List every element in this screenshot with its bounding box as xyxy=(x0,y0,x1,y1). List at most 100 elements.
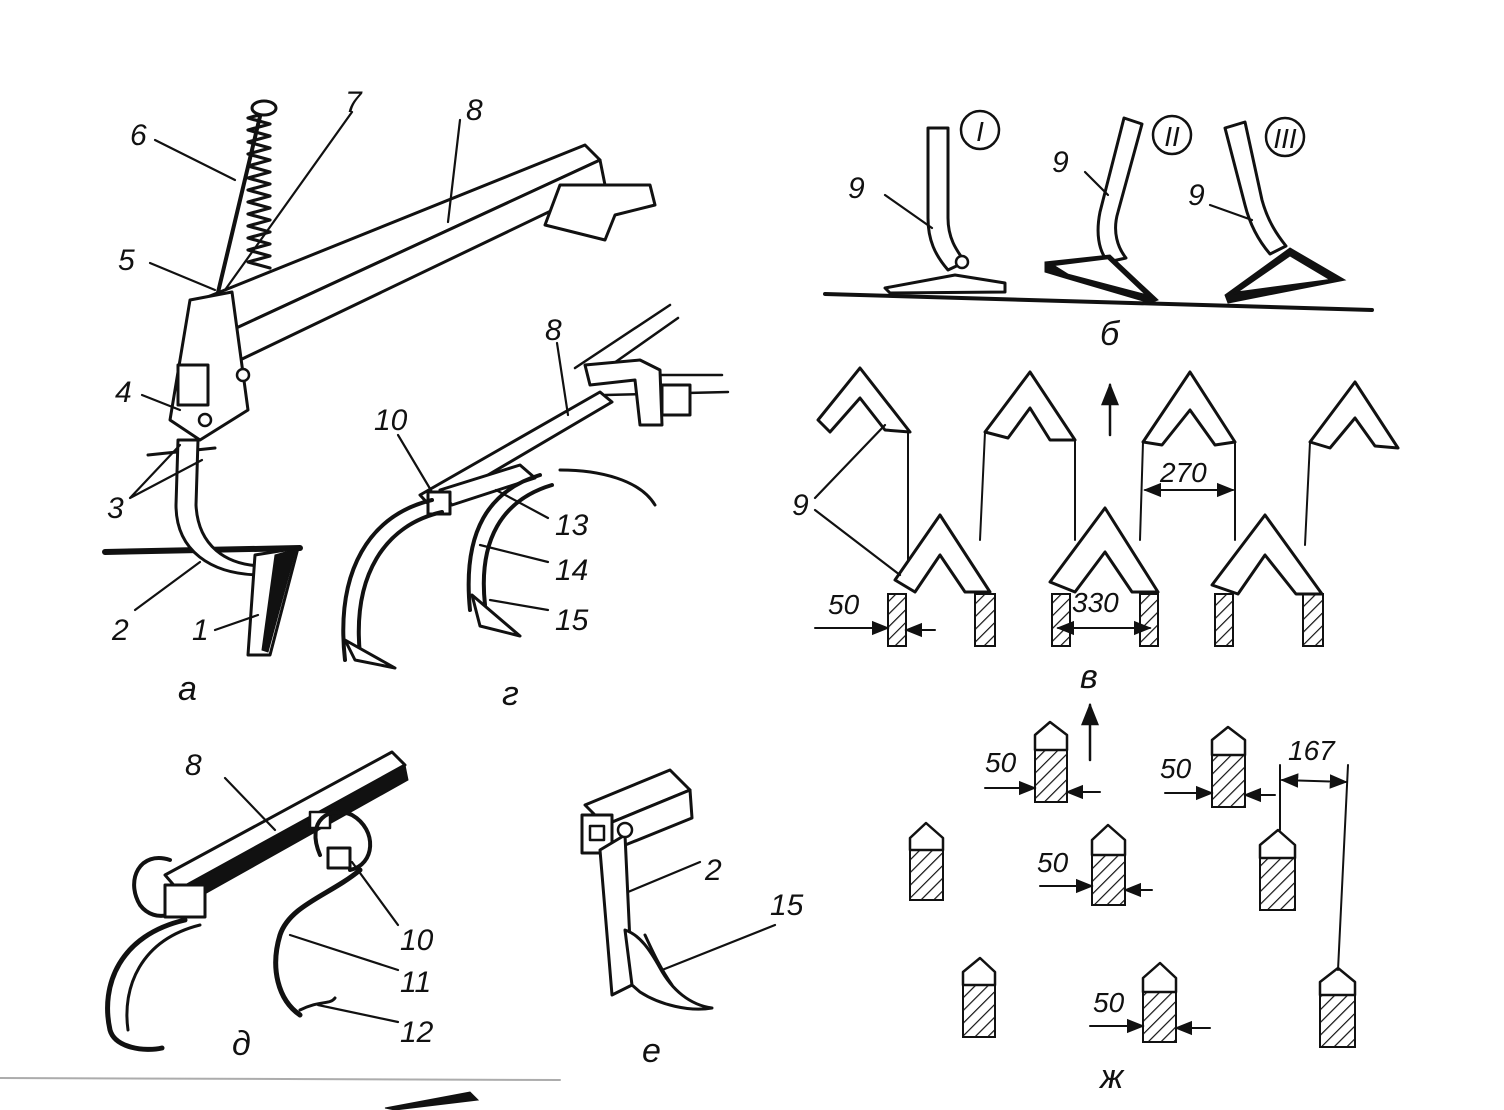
frame-clamp xyxy=(660,383,692,417)
part-label-10g: 10 xyxy=(374,404,408,437)
beam-bracket xyxy=(543,183,657,242)
panel-caption-d: д xyxy=(232,1025,251,1063)
leader-9-3 xyxy=(1208,203,1254,222)
tine-shank xyxy=(174,438,267,577)
furrow-strip xyxy=(1302,593,1324,647)
paw-stems xyxy=(907,429,1311,576)
spring-cap xyxy=(250,99,278,117)
part-label-2e: 2 xyxy=(704,854,722,887)
part-label-5: 5 xyxy=(118,244,135,277)
spring-rod xyxy=(213,106,264,307)
tine-mark xyxy=(1033,720,1069,803)
furrow-strip xyxy=(1214,593,1234,647)
type-circle-1 xyxy=(959,109,1001,151)
panel-e-rigid-tine: 2 15 е xyxy=(580,768,804,1070)
mount-hole xyxy=(588,824,606,842)
panel-caption-a: а xyxy=(178,670,197,708)
dimension-270: 270 xyxy=(1159,457,1207,488)
leader-9-v xyxy=(813,423,902,577)
paw-front xyxy=(1141,370,1237,447)
leader-15e xyxy=(660,923,777,972)
leader-11 xyxy=(288,933,400,972)
leader-3 xyxy=(128,443,204,500)
spring-tine-rear xyxy=(558,468,657,507)
scan-edge-line xyxy=(0,1077,561,1081)
dimension-50-zh-1: 50 xyxy=(985,747,1017,778)
part-label-8g: 8 xyxy=(545,314,562,347)
panel-b-paw-types: I II III 9 9 9 б xyxy=(823,109,1374,353)
leader-8 xyxy=(446,118,462,224)
leader-2e xyxy=(626,860,702,894)
furrow-strip xyxy=(1051,593,1071,647)
part-label-15g: 15 xyxy=(555,604,589,637)
dimension-167: 167 xyxy=(1288,735,1336,766)
part-label-1: 1 xyxy=(192,614,209,647)
frame-bracket xyxy=(583,358,664,427)
paw-blade-3-face xyxy=(1233,253,1334,295)
leader-7 xyxy=(223,110,354,292)
leader-13 xyxy=(494,488,550,520)
furrow-strip xyxy=(1139,593,1159,647)
leader-10d xyxy=(350,860,400,927)
paw-label-9-3: 9 xyxy=(1188,179,1205,212)
part-label-8: 8 xyxy=(466,94,483,127)
leader-12 xyxy=(316,1003,400,1024)
tine-nut xyxy=(326,846,352,870)
spring-tine xyxy=(341,498,444,662)
leader-8d xyxy=(223,776,277,832)
tine-coil-2 xyxy=(313,809,373,872)
tine-mark xyxy=(1258,828,1297,911)
tine-mark xyxy=(1090,823,1127,906)
leader-14 xyxy=(478,543,550,564)
paw-front xyxy=(1308,380,1400,450)
paw-rear xyxy=(893,513,992,594)
part-label-12: 12 xyxy=(400,1016,434,1049)
tine-mark xyxy=(961,956,997,1038)
tine-tip xyxy=(343,638,397,670)
dimension-50-zh-4: 50 xyxy=(1093,987,1125,1018)
furrow-strip xyxy=(974,593,996,647)
panel-g-spring-tines: 8 10 13 14 15 г xyxy=(341,303,730,713)
tine-mark xyxy=(1210,725,1247,808)
tine-beam xyxy=(198,143,602,332)
tine-mark xyxy=(908,821,945,901)
leader-1 xyxy=(213,613,260,632)
s-tine-2 xyxy=(273,867,363,1018)
tine-tip-2 xyxy=(298,996,337,1012)
panel-caption-v: в xyxy=(1080,658,1098,696)
tine-clamp xyxy=(163,883,207,919)
leader-2 xyxy=(133,560,202,612)
panel-d-s-tines: 8 10 11 12 д xyxy=(105,749,434,1063)
compression-spring xyxy=(246,110,272,270)
s-tine-inner xyxy=(125,923,202,1032)
beam-d-side xyxy=(177,764,409,906)
paw-type-1: I xyxy=(976,116,984,147)
bolt xyxy=(235,367,251,383)
type-circle-3 xyxy=(1264,116,1306,158)
part-label-11: 11 xyxy=(400,966,431,999)
holder-plate xyxy=(176,363,210,407)
leader-4 xyxy=(140,393,182,412)
dimension-330: 330 xyxy=(1072,587,1119,618)
dim-line-167 xyxy=(1280,773,1348,789)
part-label-14: 14 xyxy=(555,554,588,587)
dim-extension-167 xyxy=(1279,764,1349,971)
part-label-7: 7 xyxy=(345,86,363,119)
tine-share-edge xyxy=(643,933,674,987)
paw-shank-2 xyxy=(1096,116,1144,264)
panel-caption-zh: ж xyxy=(1098,1058,1125,1096)
part-label-4: 4 xyxy=(115,376,132,409)
panel-caption-b: б xyxy=(1100,315,1121,353)
tine-point-shade xyxy=(261,548,297,653)
paw-type-2: II xyxy=(1164,121,1180,152)
leader-5 xyxy=(148,261,217,292)
paw-rear xyxy=(1210,513,1324,596)
panel-v-paw-arrangement: 270 330 50 9 в xyxy=(792,366,1400,696)
leader-15g xyxy=(488,598,550,612)
panel-caption-g: г xyxy=(502,675,519,713)
panel-zh-tine-arrangement: 50 50 50 50 167 ж xyxy=(908,702,1357,1096)
part-label-10d: 10 xyxy=(400,924,434,957)
part-label-6: 6 xyxy=(130,119,147,152)
paw-front xyxy=(816,366,912,434)
